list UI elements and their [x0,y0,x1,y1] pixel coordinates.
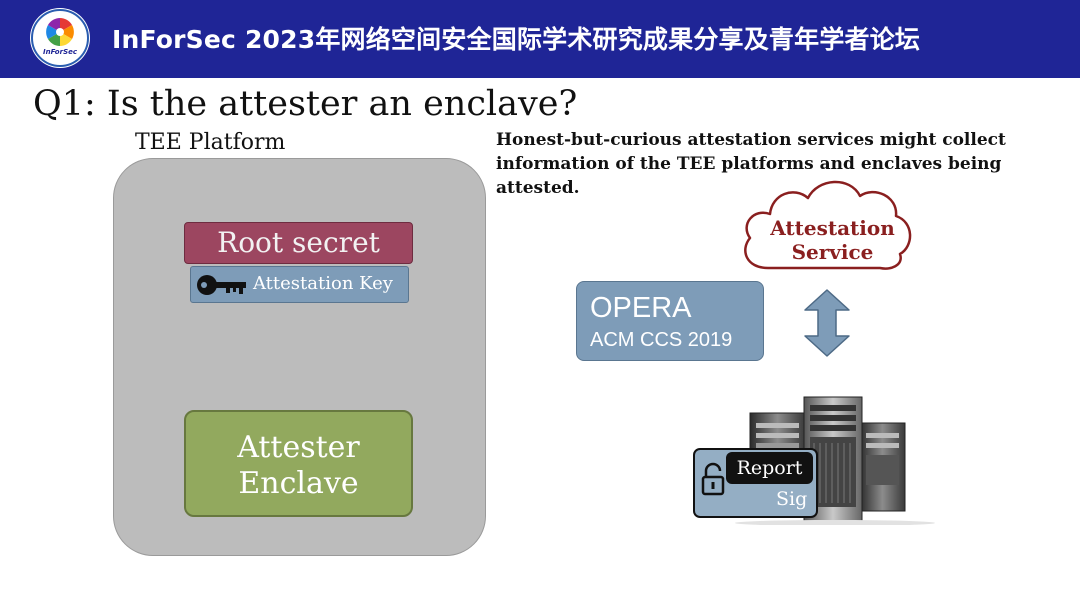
logo-wordmark: InForSec [42,48,78,56]
lock-icon [701,462,725,496]
signature-label: Sig [776,488,808,510]
threat-note: Honest-but-curious attestation services … [496,130,1006,198]
key-icon [197,275,246,295]
tee-platform-label: TEE Platform [135,130,286,155]
opera-name: OPERA [590,292,692,324]
slide-header: InForSec InForSec 2023年网络空间安全国际学术研究成果分享及… [0,0,1080,78]
attester-enclave-block: Attester Enclave [184,410,413,517]
root-secret-block: Root secret [184,222,413,264]
logo-emblem-icon [31,9,89,67]
attestation-service-label: Attestation Service [760,216,905,264]
opera-venue: ACM CCS 2019 [590,329,733,351]
cloud-label-line1: Attestation [770,216,895,240]
header-title: InForSec 2023年网络空间安全国际学术研究成果分享及青年学者论坛 [112,25,921,54]
enclave-label-line2: Enclave [238,466,359,501]
enclave-label-line1: Attester [237,430,360,465]
cloud-label-line2: Service [791,240,874,264]
attestation-key-block: Attestation Key [190,266,409,303]
double-arrow-vertical-icon [804,289,850,357]
attestation-key-label: Attestation Key [253,273,393,294]
inforsec-logo: InForSec [30,8,90,68]
slide-title: Q1: Is the attester an enclave? [33,84,578,124]
cloud-icon [744,180,912,270]
report-label: Report [726,452,813,484]
opera-box: OPERA ACM CCS 2019 [576,281,764,361]
